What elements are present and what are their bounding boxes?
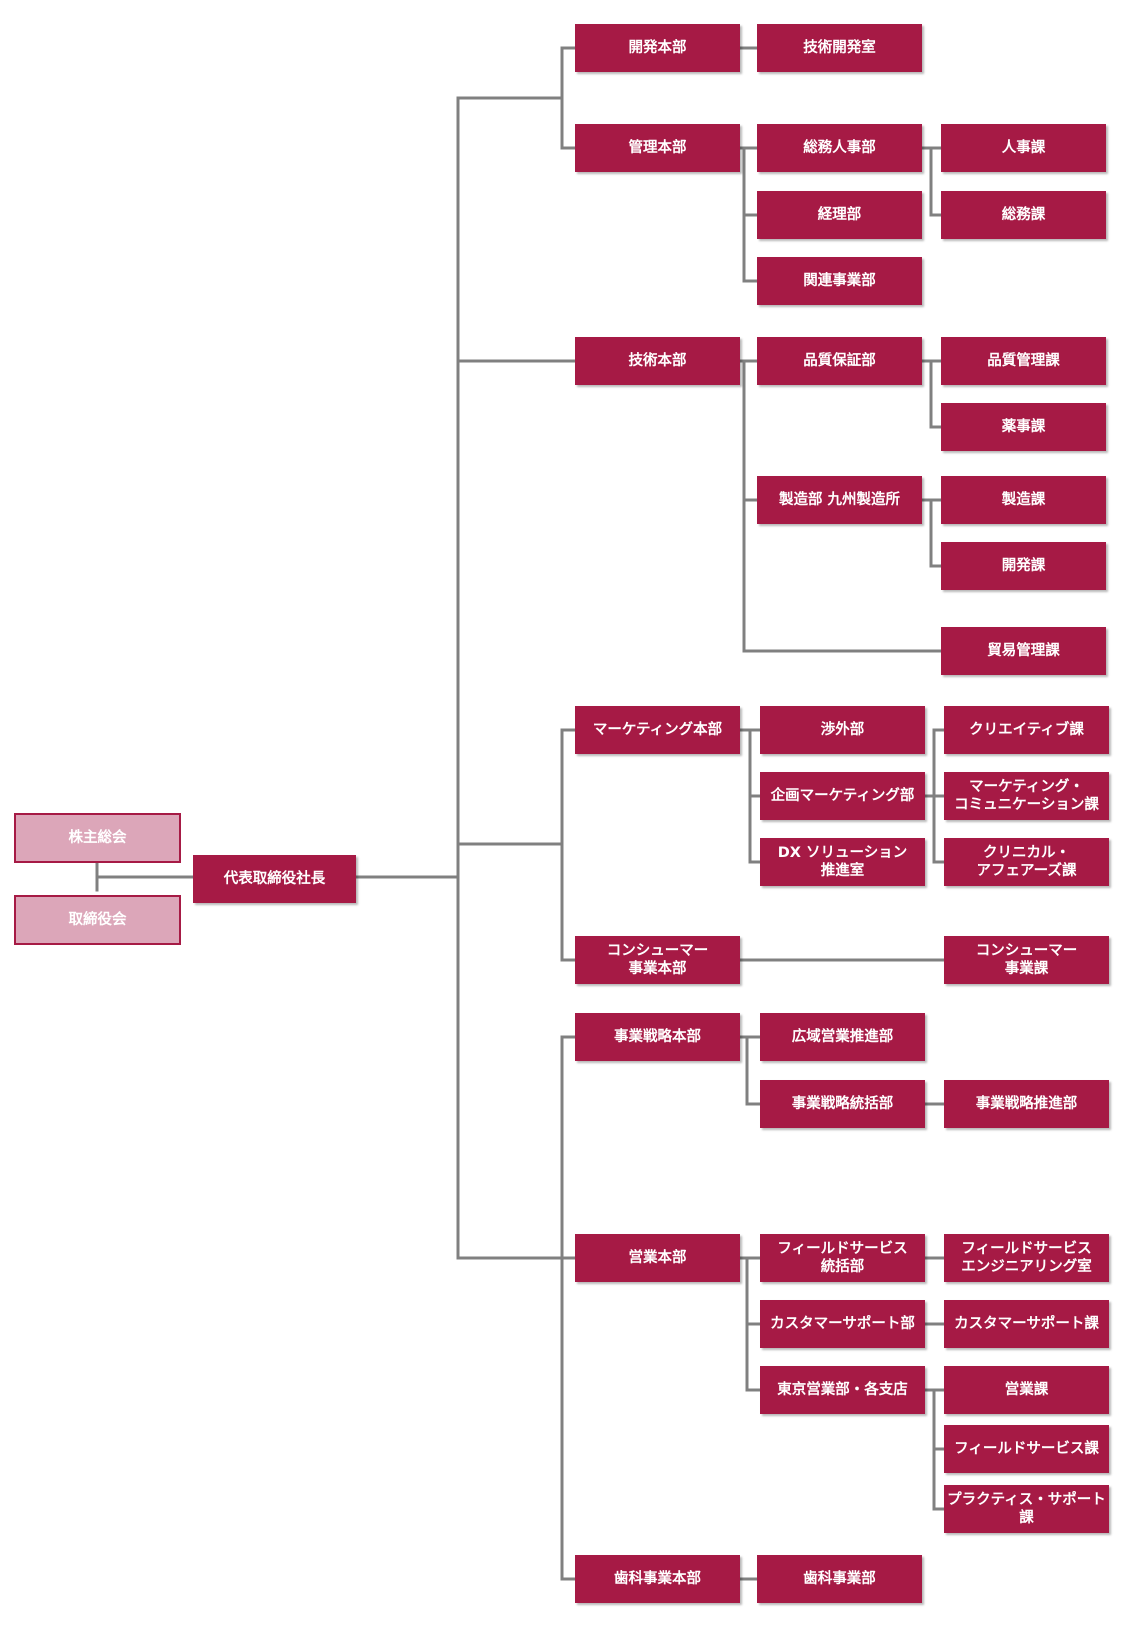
tech-dev-office-box: 技術開発室 — [757, 24, 922, 72]
field-service-engineering-office-box: フィールドサービス エンジニアリング室 — [944, 1234, 1109, 1282]
marketing-communication-section-box: マーケティング・ コミュニケーション課 — [944, 772, 1109, 820]
field-service-integration-dept-box: フィールドサービス 統括部 — [760, 1234, 925, 1282]
customer-support-section-box: カスタマーサポート課 — [944, 1300, 1109, 1348]
manufacturing-dept-box: 製造部 九州製造所 — [757, 476, 922, 524]
accounting-dept-box: 経理部 — [757, 191, 922, 239]
dx-solution-office-box: DX ソリューション 推進室 — [760, 838, 925, 886]
board-of-directors-box: 取締役会 — [14, 895, 181, 945]
dental-business-dept-box: 歯科事業部 — [757, 1555, 922, 1603]
planning-marketing-dept-box: 企画マーケティング部 — [760, 772, 925, 820]
customer-support-dept-box: カスタマーサポート部 — [760, 1300, 925, 1348]
trade-management-section-box: 貿易管理課 — [941, 627, 1106, 675]
development-section-box: 開発課 — [941, 542, 1106, 590]
strategy-integration-dept-box: 事業戦略統括部 — [760, 1080, 925, 1128]
ga-hr-dept-box: 総務人事部 — [757, 124, 922, 172]
hr-section-box: 人事課 — [941, 124, 1106, 172]
manufacturing-section-box: 製造課 — [941, 476, 1106, 524]
creative-section-box: クリエイティブ課 — [944, 706, 1109, 754]
president-box: 代表取締役社長 — [193, 855, 356, 903]
qa-dept-box: 品質保証部 — [757, 337, 922, 385]
pharma-affairs-section-box: 薬事課 — [941, 403, 1106, 451]
consumer-hq-box: コンシューマー 事業本部 — [575, 936, 740, 984]
sales-section-box: 営業課 — [944, 1366, 1109, 1414]
practice-support-section-box: プラクティス・サポート課 — [944, 1485, 1109, 1533]
external-affairs-dept-box: 渉外部 — [760, 706, 925, 754]
sales-hq-box: 営業本部 — [575, 1234, 740, 1282]
field-service-section-box: フィールドサービス課 — [944, 1425, 1109, 1473]
strategy-hq-box: 事業戦略本部 — [575, 1013, 740, 1061]
admin-hq-box: 管理本部 — [575, 124, 740, 172]
tech-hq-box: 技術本部 — [575, 337, 740, 385]
tokyo-sales-branches-box: 東京営業部・各支店 — [760, 1366, 925, 1414]
shareholders-meeting-box: 株主総会 — [14, 813, 181, 863]
related-business-dept-box: 関連事業部 — [757, 257, 922, 305]
clinical-affairs-section-box: クリニカル・ アフェアーズ課 — [944, 838, 1109, 886]
ga-section-box: 総務課 — [941, 191, 1106, 239]
consumer-section-box: コンシューマー 事業課 — [944, 936, 1109, 984]
strategy-promotion-dept-box: 事業戦略推進部 — [944, 1080, 1109, 1128]
regional-sales-promotion-dept-box: 広域営業推進部 — [760, 1013, 925, 1061]
marketing-hq-box: マーケティング本部 — [575, 706, 740, 754]
dev-hq-box: 開発本部 — [575, 24, 740, 72]
qc-section-box: 品質管理課 — [941, 337, 1106, 385]
dental-hq-box: 歯科事業本部 — [575, 1555, 740, 1603]
